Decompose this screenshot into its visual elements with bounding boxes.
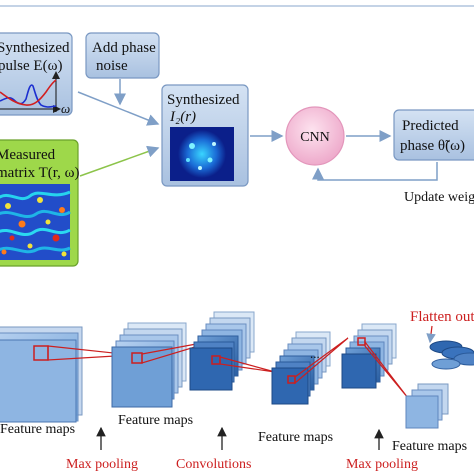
arrow-update-feedback bbox=[312, 162, 438, 181]
feature-map-stack-2 bbox=[111, 322, 187, 408]
predicted-label-1: Predicted bbox=[402, 118, 459, 134]
cnn-architecture: ... Flatten out Feature m bbox=[0, 309, 474, 472]
ellipsis-label: ... bbox=[310, 346, 320, 361]
omega-axis-label: ω bbox=[61, 101, 70, 116]
cnn-node: CNN bbox=[285, 106, 345, 166]
pulse-plot: ω bbox=[0, 71, 70, 116]
arrow-matrix-to-synth bbox=[79, 145, 160, 177]
feature-map-stack-3 bbox=[189, 311, 255, 391]
op-max-pooling-2: Max pooling bbox=[346, 457, 418, 472]
add-phase-label-1: Add phase bbox=[92, 40, 156, 56]
feature-maps-label-3: Feature maps bbox=[258, 430, 333, 445]
synthesized-image-box: Synthesized I₂(r) bbox=[161, 84, 249, 187]
synth-pulse-label-1: Synthesized bbox=[0, 40, 70, 56]
synth-image-label-1: Synthesized bbox=[167, 92, 240, 108]
pulse-phase-curve bbox=[0, 79, 57, 106]
feature-map-stack-5 bbox=[341, 323, 397, 389]
update-weights-label: Update weights bbox=[404, 190, 474, 205]
predicted-label-2: phase θ̃(ω) bbox=[400, 138, 465, 154]
pulse-amplitude-curve bbox=[0, 84, 57, 108]
flatten-label: Flatten out bbox=[410, 309, 474, 325]
flatten-arrow bbox=[426, 325, 436, 344]
arrow-pulse-to-synth bbox=[77, 91, 160, 126]
add-phase-label-2: noise bbox=[96, 58, 128, 74]
synthesized-pulse-box: Synthesized pulse E(ω) ω bbox=[0, 32, 73, 116]
feature-maps-label-1: Feature maps bbox=[0, 422, 75, 437]
measured-matrix-box: Measured matrix T(r, ω) bbox=[0, 139, 80, 267]
feature-map-stack-6 bbox=[405, 383, 449, 429]
projection-1 bbox=[47, 345, 133, 361]
synth-pulse-label-2: pulse E(ω) bbox=[0, 58, 62, 74]
measured-label-1: Measured bbox=[0, 147, 56, 163]
projection-5 bbox=[364, 340, 409, 399]
projection-4 bbox=[294, 337, 349, 385]
feature-maps-label-4: Feature maps bbox=[392, 439, 467, 454]
op-convolutions: Convolutions bbox=[176, 457, 251, 472]
synth-image-label-2: I₂(r) bbox=[169, 109, 196, 125]
transmission-matrix-image bbox=[0, 184, 71, 260]
feature-maps-label-2: Feature maps bbox=[118, 413, 193, 428]
top-arrows bbox=[77, 79, 438, 181]
measured-label-2: matrix T(r, ω) bbox=[0, 165, 80, 181]
op-max-pooling-1: Max pooling bbox=[66, 457, 138, 472]
add-phase-noise-box: Add phase noise bbox=[85, 32, 160, 79]
feature-map-stack-4 bbox=[271, 331, 331, 405]
projection-2 bbox=[141, 339, 219, 364]
feature-map-stack-1 bbox=[0, 326, 83, 423]
projection-3 bbox=[219, 356, 276, 373]
predicted-phase-box: Predicted phase θ̃(ω) bbox=[393, 109, 474, 161]
flatten-nodes bbox=[429, 340, 474, 370]
speckle-image bbox=[170, 127, 234, 181]
cnn-label: CNN bbox=[300, 130, 330, 145]
